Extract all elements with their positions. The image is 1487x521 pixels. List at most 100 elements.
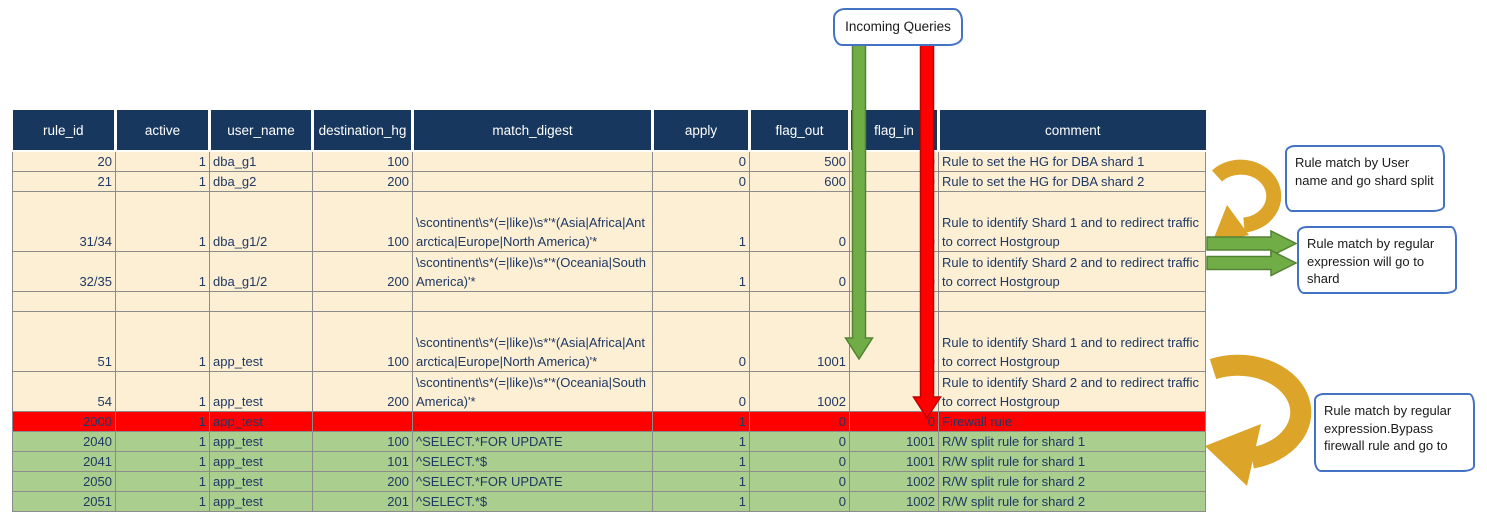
column-header-user_name[interactable]: user_name [209,110,314,152]
cell-apply[interactable]: 1 [652,431,750,452]
cell-destination_hg[interactable]: 200 [312,371,413,412]
cell-user_name[interactable]: app_test [209,471,313,492]
cell-comment[interactable]: Firewall rule [938,411,1206,432]
cell-flag_out[interactable]: 0 [749,451,850,472]
cell-user_name[interactable]: app_test [209,431,313,452]
cell-comment[interactable]: Rule to identify Shard 2 and to redirect… [938,251,1206,292]
cell-comment[interactable]: Rule to identify Shard 1 and to redirect… [938,191,1206,252]
cell-match_digest[interactable]: ^SELECT.*FOR UPDATE [412,431,653,452]
cell-user_name[interactable] [209,291,313,312]
cell-flag_in[interactable]: 0 [849,411,939,432]
cell-apply[interactable]: 0 [652,371,750,412]
cell-comment[interactable]: R/W split rule for shard 2 [938,491,1206,512]
cell-flag_in[interactable] [849,291,939,312]
cell-comment[interactable]: Rule to set the HG for DBA shard 2 [938,171,1206,192]
cell-flag_in[interactable]: 0 [849,171,939,192]
cell-active[interactable]: 1 [115,431,210,452]
cell-apply[interactable]: 0 [652,171,750,192]
cell-active[interactable]: 1 [115,150,210,172]
cell-rule_id[interactable]: 32/35 [12,251,116,292]
cell-match_digest[interactable]: \scontinent\s*(=|like)\s*'*(Asia|Africa|… [412,311,653,372]
cell-apply[interactable]: 1 [652,491,750,512]
cell-flag_in[interactable]: 1002 [849,491,939,512]
cell-comment[interactable]: R/W split rule for shard 2 [938,471,1206,492]
cell-flag_out[interactable]: 0 [749,251,850,292]
cell-match_digest[interactable]: \scontinent\s*(=|like)\s*'*(Asia|Africa|… [412,191,653,252]
cell-flag_in[interactable]: 0 [849,371,939,412]
cell-active[interactable]: 1 [115,251,210,292]
cell-apply[interactable]: 1 [652,451,750,472]
cell-flag_in[interactable]: 1002 [849,471,939,492]
cell-destination_hg[interactable]: 101 [312,451,413,472]
cell-user_name[interactable]: app_test [209,311,313,372]
cell-match_digest[interactable]: . [412,411,653,432]
cell-destination_hg[interactable]: 100 [312,431,413,452]
cell-rule_id[interactable]: 21 [12,171,116,192]
cell-match_digest[interactable]: ^SELECT.*$ [412,491,653,512]
cell-flag_in[interactable]: 0 [849,311,939,372]
cell-comment[interactable]: R/W split rule for shard 1 [938,451,1206,472]
cell-active[interactable]: 1 [115,451,210,472]
cell-flag_out[interactable]: 1002 [749,371,850,412]
column-header-comment[interactable]: comment [938,110,1206,152]
cell-apply[interactable]: 1 [652,411,750,432]
cell-rule_id[interactable]: 51 [12,311,116,372]
cell-active[interactable] [115,291,210,312]
cell-destination_hg[interactable]: 201 [312,491,413,512]
cell-active[interactable]: 1 [115,191,210,252]
cell-flag_out[interactable]: 1001 [749,311,850,372]
cell-user_name[interactable]: dba_g1/2 [209,191,313,252]
cell-rule_id[interactable] [12,291,116,312]
cell-active[interactable]: 1 [115,411,210,432]
cell-active[interactable]: 1 [115,491,210,512]
cell-apply[interactable]: 0 [652,311,750,372]
column-header-active[interactable]: active [115,110,211,152]
column-header-apply[interactable]: apply [652,110,751,152]
cell-flag_out[interactable]: 0 [749,431,850,452]
cell-user_name[interactable]: app_test [209,371,313,412]
cell-destination_hg[interactable]: 100 [312,150,413,172]
cell-flag_out[interactable]: 500 [749,150,850,172]
column-header-flag_out[interactable]: flag_out [749,110,851,152]
cell-destination_hg[interactable]: 200 [312,471,413,492]
cell-rule_id[interactable]: 54 [12,371,116,412]
column-header-rule_id[interactable]: rule_id [12,110,117,152]
cell-apply[interactable]: 1 [652,191,750,252]
cell-match_digest[interactable]: ^SELECT.*$ [412,451,653,472]
cell-match_digest[interactable] [412,150,653,172]
column-header-match_digest[interactable]: match_digest [412,110,654,152]
cell-comment[interactable]: Rule to identify Shard 1 and to redirect… [938,311,1206,372]
cell-flag_in[interactable]: 0 [849,191,939,252]
cell-destination_hg[interactable] [312,411,413,432]
cell-rule_id[interactable]: 2040 [12,431,116,452]
cell-apply[interactable]: 0 [652,150,750,172]
cell-user_name[interactable]: app_test [209,491,313,512]
cell-active[interactable]: 1 [115,171,210,192]
cell-rule_id[interactable]: 2041 [12,451,116,472]
cell-destination_hg[interactable] [312,291,413,312]
cell-comment[interactable]: Rule to identify Shard 2 and to redirect… [938,371,1206,412]
cell-match_digest[interactable]: ^SELECT.*FOR UPDATE [412,471,653,492]
cell-flag_out[interactable] [749,291,850,312]
cell-active[interactable]: 1 [115,311,210,372]
cell-rule_id[interactable]: 31/34 [12,191,116,252]
cell-destination_hg[interactable]: 100 [312,311,413,372]
cell-destination_hg[interactable]: 200 [312,171,413,192]
cell-user_name[interactable]: app_test [209,411,313,432]
cell-destination_hg[interactable]: 200 [312,251,413,292]
column-header-flag_in[interactable]: flag_in [849,110,940,152]
cell-match_digest[interactable] [412,171,653,192]
cell-destination_hg[interactable]: 100 [312,191,413,252]
cell-user_name[interactable]: dba_g1 [209,150,313,172]
cell-apply[interactable] [652,291,750,312]
cell-comment[interactable] [938,291,1206,312]
cell-rule_id[interactable]: 2000 [12,411,116,432]
cell-flag_out[interactable]: 0 [749,411,850,432]
cell-active[interactable]: 1 [115,471,210,492]
cell-flag_out[interactable]: 0 [749,491,850,512]
cell-apply[interactable]: 1 [652,471,750,492]
cell-comment[interactable]: Rule to set the HG for DBA shard 1 [938,150,1206,172]
cell-user_name[interactable]: dba_g2 [209,171,313,192]
cell-flag_in[interactable]: 1001 [849,451,939,472]
cell-rule_id[interactable]: 20 [12,150,116,172]
